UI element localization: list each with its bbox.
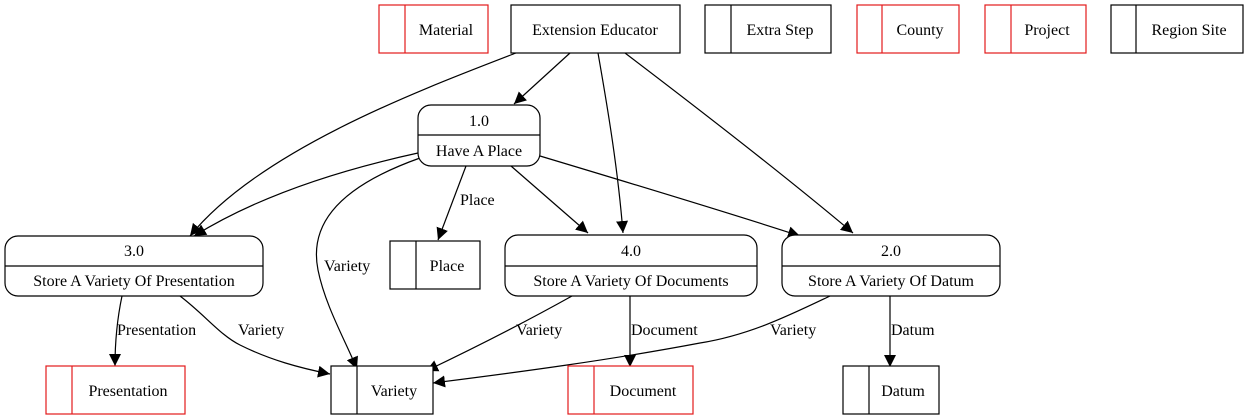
flow-p3-to-presentation <box>109 295 123 367</box>
data-store-datum-label: Datum <box>881 383 925 400</box>
data-store-place-label: Place <box>430 258 465 275</box>
data-store-extra-step-label: Extra Step <box>746 22 813 39</box>
process-3-store-presentation: 3.0 Store A Variety Of Presentation <box>4 235 264 297</box>
data-store-county-label: County <box>896 22 943 39</box>
data-store-presentation: Presentation <box>45 365 186 415</box>
flow-p1-to-p4 <box>510 165 589 234</box>
flow-label-variety-from-3: Variety <box>238 322 284 339</box>
process-3-id: 3.0 <box>124 243 144 260</box>
process-1-have-a-place: 1.0 Have A Place <box>417 104 541 167</box>
process-4-label: Store A Variety Of Documents <box>533 273 728 290</box>
process-3-label: Store A Variety Of Presentation <box>33 273 234 290</box>
flow-label-variety-from-4: Variety <box>516 322 562 339</box>
data-store-county: County <box>856 4 960 54</box>
data-store-variety: Variety <box>330 365 434 415</box>
flow-educator-to-p2 <box>624 52 854 234</box>
data-store-region-site-label: Region Site <box>1151 22 1226 39</box>
data-store-region-site: Region Site <box>1110 4 1244 54</box>
flow-p1-to-variety <box>315 157 421 370</box>
process-1-label: Have A Place <box>436 143 522 160</box>
data-store-document-label: Document <box>610 383 677 400</box>
process-4-id: 4.0 <box>621 243 641 260</box>
process-4-store-documents: 4.0 Store A Variety Of Documents <box>504 234 758 297</box>
flow-label-variety-from-2: Variety <box>770 322 816 339</box>
data-store-project: Project <box>984 4 1087 54</box>
process-2-store-datum: 2.0 Store A Variety Of Datum <box>781 234 1001 297</box>
flow-p3-to-variety <box>179 295 331 378</box>
data-store-material: Material <box>378 4 489 54</box>
flow-p4-to-variety <box>425 295 573 372</box>
flow-label-place: Place <box>460 192 495 209</box>
flow-educator-to-p4 <box>597 52 629 234</box>
flow-label-document: Document <box>631 322 698 339</box>
flow-educator-to-p3 <box>189 52 517 237</box>
flow-p1-to-p3 <box>193 152 419 237</box>
data-store-variety-label: Variety <box>371 383 417 400</box>
data-store-project-label: Project <box>1024 22 1070 39</box>
process-2-id: 2.0 <box>881 243 901 260</box>
external-entity-label: Extension Educator <box>532 22 658 39</box>
flow-label-presentation: Presentation <box>117 322 196 339</box>
data-store-presentation-label: Presentation <box>88 383 167 400</box>
data-store-extra-step: Extra Step <box>704 4 832 54</box>
flow-label-variety-from-1: Variety <box>324 258 370 275</box>
flow-p2-to-variety <box>432 295 831 388</box>
data-store-document: Document <box>567 365 694 415</box>
process-2-label: Store A Variety Of Datum <box>808 273 974 290</box>
data-store-place: Place <box>389 240 481 290</box>
flow-label-datum: Datum <box>891 322 935 339</box>
process-1-id: 1.0 <box>469 113 489 130</box>
flow-educator-to-p1 <box>513 52 571 105</box>
flow-p1-to-p2 <box>539 155 801 238</box>
data-store-material-label: Material <box>419 22 474 39</box>
flow-p1-to-place <box>436 165 467 241</box>
external-entity-extension-educator: Extension Educator <box>510 4 681 54</box>
data-store-datum: Datum <box>842 365 940 415</box>
